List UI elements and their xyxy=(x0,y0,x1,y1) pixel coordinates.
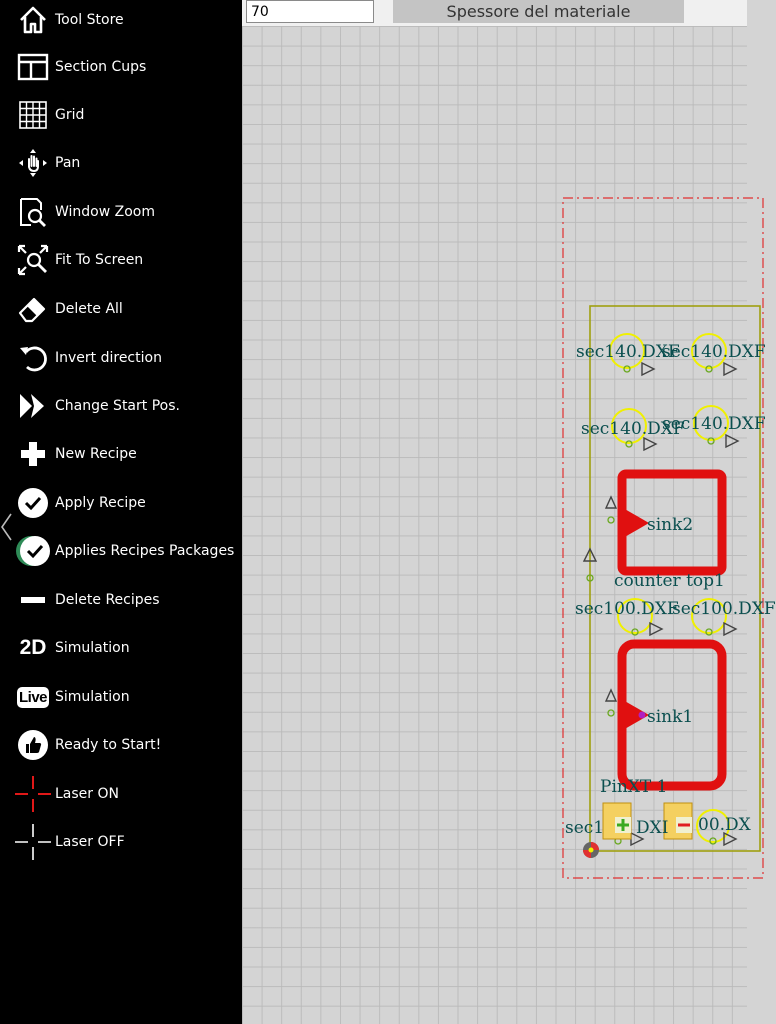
part-add-icon xyxy=(602,802,632,840)
hole-circle xyxy=(611,408,647,444)
sidebar-item-new-recipe[interactable]: New Recipe xyxy=(14,434,240,474)
sidebar-item-label: Apply Recipe xyxy=(55,495,146,511)
sidebar-item-label: Simulation xyxy=(55,640,130,656)
hole-circle xyxy=(693,405,729,441)
home-icon xyxy=(14,1,52,39)
sidebar-item-applies-recipes-packages[interactable]: Applies Recipes Packages xyxy=(14,531,240,571)
part-label-sec140[interactable]: sec140.DXF xyxy=(576,342,680,362)
sidebar-item-section-cups[interactable]: Section Cups xyxy=(14,47,240,87)
drawing-canvas[interactable]: sec140.DXF sec140.DXF sec140.DXF sec140.… xyxy=(242,26,776,1024)
section-layout-icon xyxy=(14,48,52,86)
sidebar-item-tool-store[interactable]: Tool Store xyxy=(14,0,240,40)
part-label-sec100[interactable]: sec100.DXF xyxy=(575,599,679,619)
collapse-sidebar-handle[interactable] xyxy=(0,512,12,542)
live-simulation-icon: Live xyxy=(16,686,49,708)
sheet-boundary xyxy=(562,197,764,879)
sidebar-item-label: Invert direction xyxy=(55,350,162,366)
chevron-left-icon xyxy=(1,513,12,541)
part-label-sec140[interactable]: sec140.DXF xyxy=(581,419,685,439)
part-label-pin[interactable]: PinXT 1 xyxy=(600,777,668,797)
part-label-sec100[interactable]: sec100.DXF xyxy=(672,599,776,619)
sidebar-item-label: Change Start Pos. xyxy=(55,398,180,414)
counter-top-outline xyxy=(589,305,761,852)
sidebar-item-invert-direction[interactable]: Invert direction xyxy=(14,338,240,378)
sidebar-item-label: New Recipe xyxy=(55,446,137,462)
hole-circle xyxy=(696,809,730,843)
sink1-cutout xyxy=(617,639,727,791)
2d-simulation-icon: 2D xyxy=(19,636,47,659)
sidebar-item-2d-simulation[interactable]: 2D Simulation xyxy=(14,628,240,668)
sidebar-item-label: Delete Recipes xyxy=(55,592,160,608)
part-label-dxf[interactable]: 00.DX xyxy=(698,815,751,835)
check-circle-icon xyxy=(14,484,52,522)
eraser-icon xyxy=(14,290,52,328)
crosshair-red-icon xyxy=(14,775,52,813)
window-zoom-icon xyxy=(14,193,52,231)
part-label-sec140[interactable]: sec140.DXF xyxy=(662,414,766,434)
grid-icon xyxy=(14,96,52,134)
sidebar-item-label: Grid xyxy=(55,107,85,123)
part-label-sec140[interactable]: sec140.DXF xyxy=(662,342,766,362)
rotate-arrow-icon xyxy=(14,339,52,377)
sidebar-item-label: Laser OFF xyxy=(55,834,125,850)
crosshair-white-icon xyxy=(14,823,52,861)
sidebar-item-label: Section Cups xyxy=(55,59,147,75)
material-thickness-label: Spessore del materiale xyxy=(393,0,684,23)
sidebar-item-fit-to-screen[interactable]: Fit To Screen xyxy=(14,240,240,280)
sidebar: Tool Store Section Cups Grid Pan xyxy=(0,0,242,1024)
fit-to-screen-icon xyxy=(14,241,52,279)
sidebar-item-label: Delete All xyxy=(55,301,123,317)
sidebar-item-pan[interactable]: Pan xyxy=(14,143,240,183)
sidebar-item-laser-off[interactable]: Laser OFF xyxy=(14,822,240,862)
sidebar-item-label: Window Zoom xyxy=(55,204,156,220)
double-check-circle-icon xyxy=(14,532,52,570)
thumbs-up-icon xyxy=(14,726,52,764)
sidebar-item-delete-all[interactable]: Delete All xyxy=(14,289,240,329)
hole-circle xyxy=(609,333,645,369)
part-label-counter-top[interactable]: counter top1 xyxy=(614,571,725,591)
sidebar-item-label: Fit To Screen xyxy=(55,252,144,268)
double-chevron-icon xyxy=(14,387,52,425)
plus-icon xyxy=(14,435,52,473)
sidebar-item-window-zoom[interactable]: Window Zoom xyxy=(14,192,240,232)
part-label-sink2[interactable]: sink2 xyxy=(647,515,694,535)
pan-hand-icon xyxy=(14,144,52,182)
sink2-cutout xyxy=(617,469,727,576)
sidebar-item-label: Simulation xyxy=(55,689,130,705)
part-label-sec[interactable]: sec1 xyxy=(565,818,605,838)
sidebar-item-label: Tool Store xyxy=(55,12,124,28)
sidebar-item-label: Applies Recipes Packages xyxy=(55,543,235,559)
sidebar-item-laser-on[interactable]: Laser ON xyxy=(14,774,240,814)
sidebar-item-delete-recipes[interactable]: Delete Recipes xyxy=(14,580,240,620)
part-label-dxf[interactable]: DXI xyxy=(636,818,669,838)
part-remove-icon xyxy=(663,802,693,840)
hole-circle xyxy=(691,598,727,634)
part-label-sink1[interactable]: sink1 xyxy=(647,707,694,727)
sidebar-item-label: Ready to Start! xyxy=(55,737,162,753)
sidebar-item-change-start-pos[interactable]: Change Start Pos. xyxy=(14,386,240,426)
sidebar-item-label: Pan xyxy=(55,155,81,171)
sidebar-item-live-simulation[interactable]: Live Simulation xyxy=(14,677,240,717)
hole-circle xyxy=(617,598,653,634)
material-thickness-input[interactable] xyxy=(246,0,374,23)
sidebar-item-grid[interactable]: Grid xyxy=(14,95,240,135)
sidebar-item-label: Laser ON xyxy=(55,786,119,802)
hole-circle xyxy=(691,333,727,369)
sidebar-item-apply-recipe[interactable]: Apply Recipe xyxy=(14,483,240,523)
minus-icon xyxy=(14,581,52,619)
sidebar-item-ready-to-start[interactable]: Ready to Start! xyxy=(14,725,240,765)
